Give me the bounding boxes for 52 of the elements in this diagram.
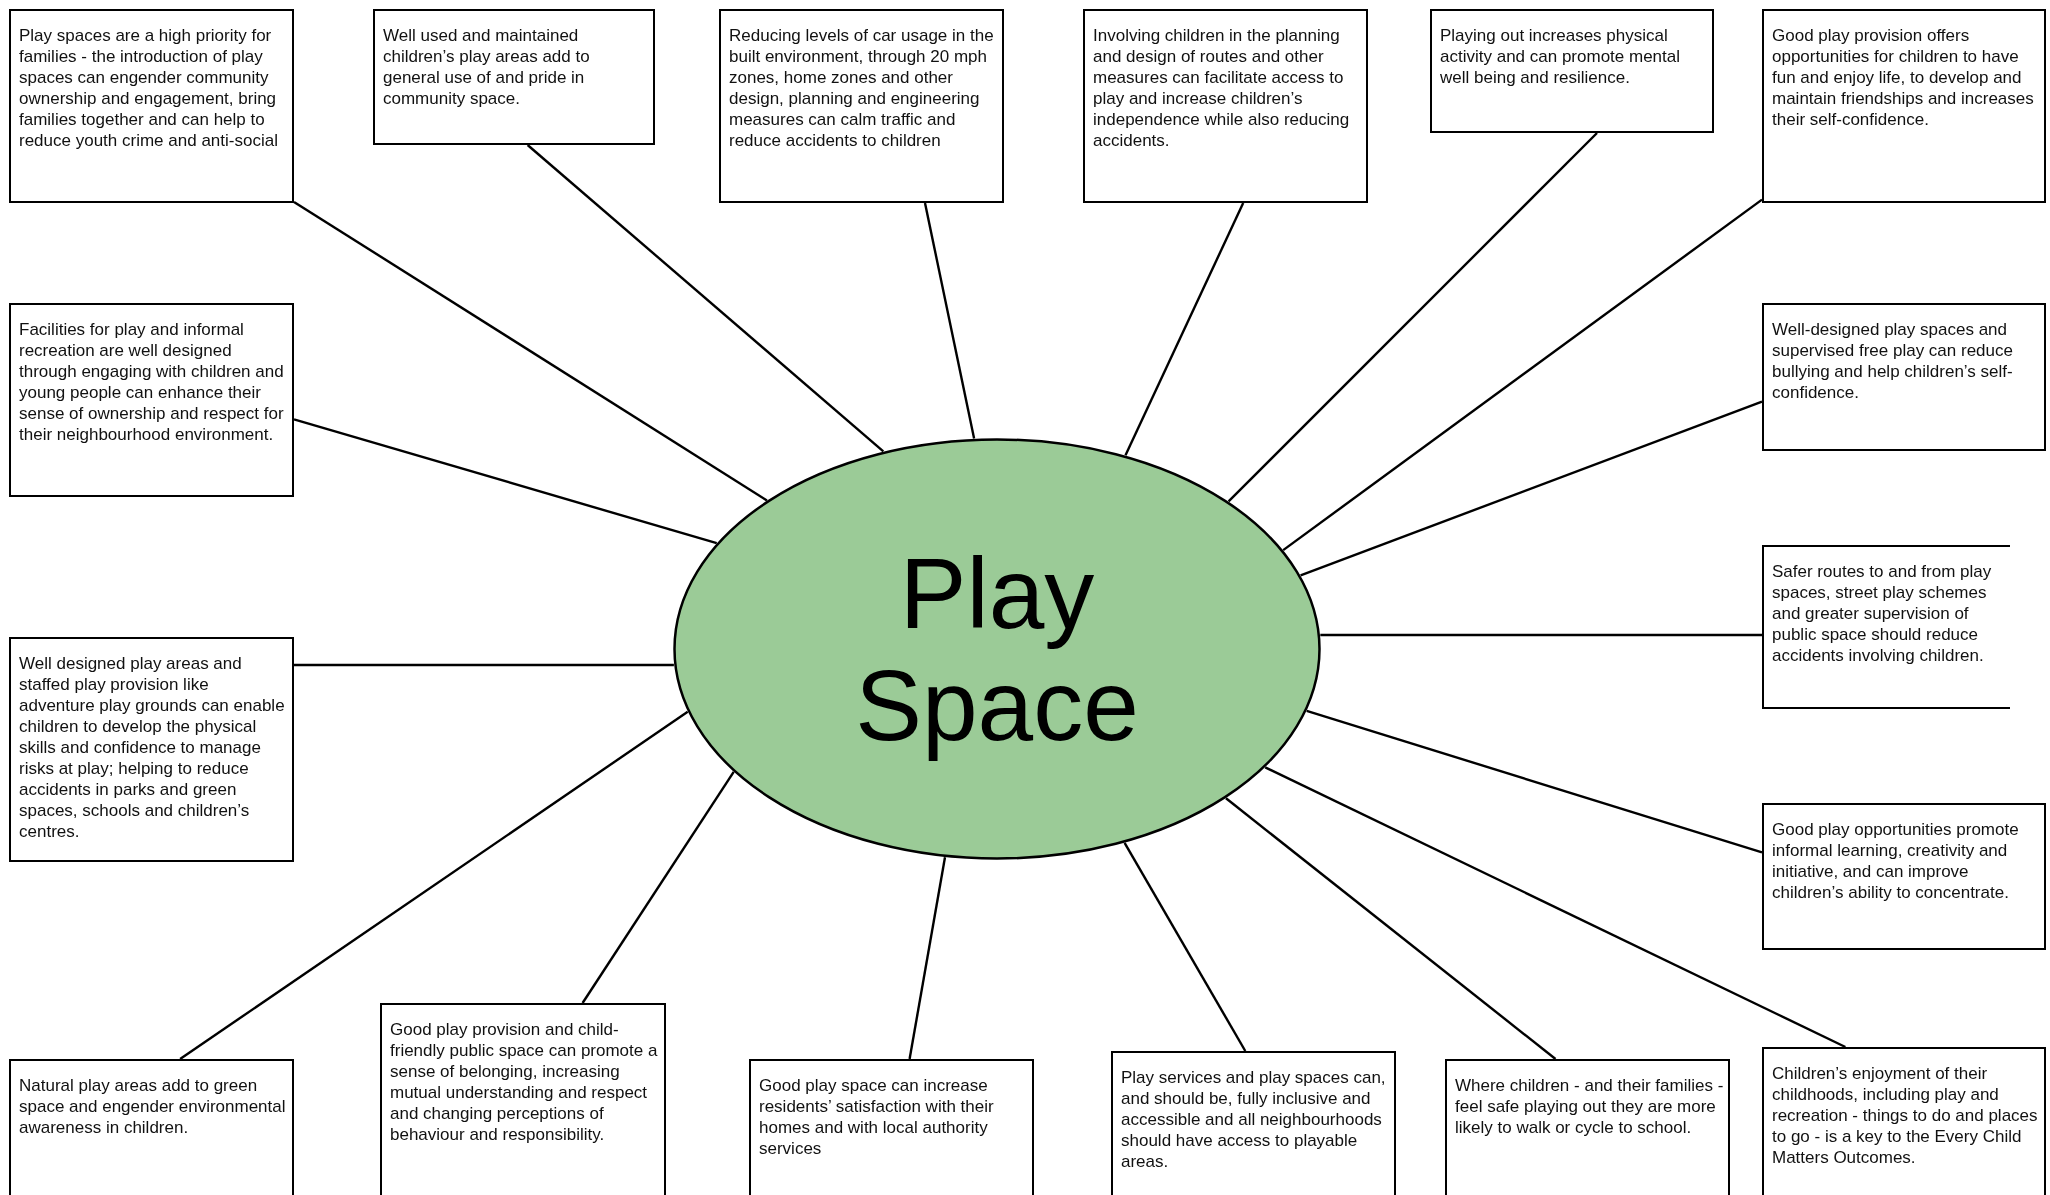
connector-line (1264, 766, 1846, 1049)
connector-line (1123, 842, 1247, 1052)
box-text: Where children - and their families - feel safe playing out they are more likely to walk or cycle to school. (1455, 1075, 1724, 1138)
text-box (719, 9, 1004, 203)
box-text: Play spaces are a high priority for families - the introduction of play spaces can engender community ownership and engagement, bring families together and can help to reduce youth crime and anti-social (19, 25, 279, 151)
box-text: Well used and maintained children’s play areas add to general use of and pride in community space. (383, 25, 591, 109)
connector-line (1306, 709, 1763, 854)
connector-line (526, 144, 885, 453)
text-box (1762, 545, 2010, 709)
text-box (1762, 303, 2046, 451)
text-box (9, 303, 294, 497)
box-text: Natural play areas add to green space and engender environmental awareness in children. (19, 1075, 287, 1138)
text-box (1430, 9, 1714, 133)
text-box (1762, 803, 2046, 950)
connector-line (1282, 198, 1763, 552)
box-text: Children’s enjoyment of their childhoods, including play and recreation - things to do and places to go - is a key to the Every Child Matters Outcomes. (1772, 1063, 2039, 1168)
box-text: Good play space can increase residents’ satisfaction with their homes and with local authority services (759, 1075, 995, 1159)
connector-line (1320, 633, 1762, 637)
connector-line (1225, 797, 1557, 1060)
connector-line (1124, 202, 1245, 456)
box-text: Good play opportunities promote informal learning, creativity and initiative, and can improve children’s ability to concentrate. (1772, 819, 2020, 903)
text-box (9, 9, 294, 203)
text-box (1762, 1047, 2046, 1195)
box-text: Safer routes to and from play spaces, street play schemes and greater supervision of public space should reduce accidents involving children. (1772, 561, 1993, 666)
box-text: Good play provision offers opportunities for children to have fun and enjoy life, to develop and maintain friendships and increases their self-confidence. (1772, 25, 2035, 130)
text-box (9, 1059, 294, 1195)
box-text: Reducing levels of car usage in the built environment, through 20 mph zones, home zones and other design, planning and engineering measures can calm traffic and reduce accidents to children (729, 25, 995, 151)
text-box (1083, 9, 1368, 203)
connector-line (581, 771, 735, 1004)
text-box (1111, 1051, 1396, 1195)
text-box (1762, 9, 2046, 203)
connector-line (179, 710, 689, 1060)
connector-line (293, 418, 718, 545)
text-box (373, 9, 655, 145)
box-text: Facilities for play and informal recreation are well designed through engaging with children and young people can enhance their sense of ownership and respect for their neighbourhood environment. (19, 319, 285, 445)
text-box (9, 637, 294, 862)
box-text: Involving children in the planning and design of routes and other measures can facilitate access to play and increase children’s independence while also reducing accidents. (1093, 25, 1351, 151)
connector-line (1227, 132, 1598, 503)
box-text: Playing out increases physical activity and can promote mental well being and resilience. (1440, 25, 1681, 88)
central-title: Play Space (854, 537, 1140, 761)
box-text: Play services and play spaces can, and should be, fully inclusive and accessible and all neighbourhoods should have access to playable areas. (1121, 1067, 1387, 1172)
box-text: Good play provision and child-friendly public space can promote a sense of belonging, increasing mutual understanding and respect and changing perceptions of behaviour and responsibility. (390, 1019, 659, 1145)
text-box (1445, 1059, 1730, 1195)
connector-line (1300, 400, 1763, 577)
connector-line (293, 200, 768, 502)
connector-line (908, 857, 947, 1060)
text-box (749, 1059, 1034, 1195)
text-box (380, 1003, 666, 1195)
box-text: Well-designed play spaces and supervised free play can reduce bullying and help children’s self-confidence. (1772, 319, 2014, 403)
connector-line (923, 202, 976, 439)
connector-line (294, 663, 674, 667)
box-text: Well designed play areas and staffed play provision like adventure play grounds can enable children to develop the physical skills and confidence to manage risks at play; helping to reduce accidents in parks and green spaces, schools and children’s centres. (19, 653, 286, 842)
